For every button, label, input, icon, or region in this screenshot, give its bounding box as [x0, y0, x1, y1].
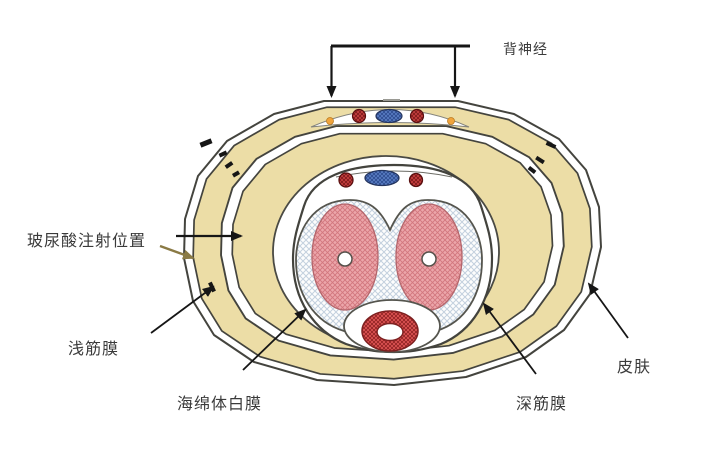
label-dorsal-nerve: 背神经	[503, 42, 548, 58]
skin-arrow	[587, 282, 629, 339]
label-deep-fascia: 深筋膜	[516, 394, 568, 413]
cavernosal-artery-left	[337, 251, 353, 267]
dorsal-nerve-dot-right	[447, 117, 455, 125]
dorsal-artery-top-right	[409, 108, 425, 124]
dorsal-nerve-dot-left	[326, 117, 334, 125]
dorsal-artery-inner-left	[338, 172, 354, 188]
cavernosal-artery-right	[421, 251, 437, 267]
dorsal-artery-top-left	[351, 108, 367, 124]
deep-fascia-arrow	[482, 302, 537, 375]
injection-site-arrow-olive	[159, 244, 195, 260]
pointer-arrows	[150, 44, 629, 375]
label-injection-site: 玻尿酸注射位置	[27, 231, 147, 250]
tunica-arrow	[242, 308, 307, 371]
label-skin: 皮肤	[617, 357, 652, 376]
label-superficial-fascia: 浅筋膜	[68, 339, 120, 358]
urethra-lumen	[376, 322, 404, 342]
label-corpus-tunica: 海绵体白膜	[177, 394, 263, 413]
deep-dorsal-vein	[364, 169, 400, 187]
dorsal-artery-inner-right	[408, 172, 424, 188]
fascia-cut-marks	[199, 138, 557, 293]
superficial-dorsal-vein	[375, 108, 403, 124]
superficial-fascia-arrow	[150, 285, 215, 334]
